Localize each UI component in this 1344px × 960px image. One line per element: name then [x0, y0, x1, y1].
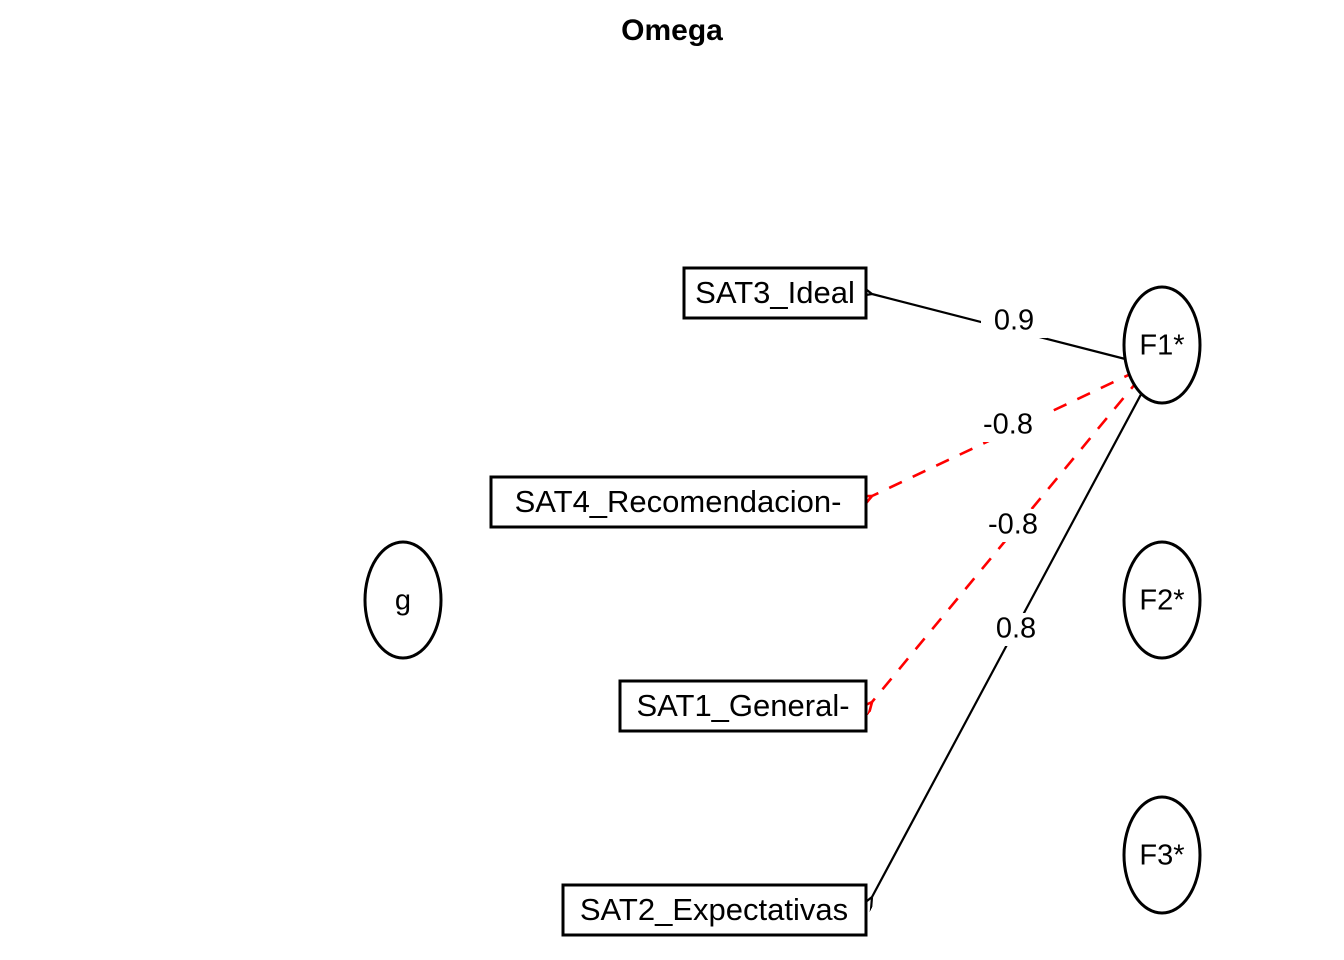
node-ellipse: [363, 540, 443, 660]
edge-line: [872, 369, 1138, 496]
node-label: SAT4_Recomendacion-: [515, 484, 842, 519]
node-factor-f2[interactable]: F2*: [1122, 540, 1202, 660]
node-sat4-recomendacion[interactable]: SAT4_Recomendacion-: [489, 475, 868, 529]
node-label: SAT3_Ideal: [695, 275, 855, 310]
node-box: [682, 266, 868, 320]
edge-f1-sat2[interactable]: 0.8: [872, 384, 1147, 897]
node-label: F2*: [1139, 585, 1184, 617]
edge-label-bg: [970, 409, 1048, 442]
edge-label-f1-sat1: -0.8: [988, 509, 1038, 541]
node-ellipse: [1122, 540, 1202, 660]
factor-nodes-layer: g F1* F2* F3*: [363, 285, 1202, 915]
node-ellipse: [1122, 285, 1202, 405]
node-factor-g[interactable]: g: [363, 540, 443, 660]
node-factor-f1[interactable]: F1*: [1122, 285, 1202, 405]
node-factor-f3[interactable]: F3*: [1122, 795, 1202, 915]
node-box: [618, 679, 868, 733]
node-label: SAT1_General-: [636, 688, 849, 723]
edge-label-f1-sat3: 0.9: [994, 305, 1034, 337]
edge-label-bg: [975, 509, 1053, 542]
node-label: SAT2_Expectativas: [580, 892, 848, 927]
edge-label-f1-sat2: 0.8: [996, 613, 1036, 645]
edges-layer: 0.9 -0.8 -0.8 0.8: [872, 294, 1147, 897]
edge-f1-sat1[interactable]: -0.8: [872, 377, 1142, 702]
node-sat2-expectativas[interactable]: SAT2_Expectativas: [561, 883, 868, 937]
node-box: [489, 475, 868, 529]
node-box: [561, 883, 868, 937]
edge-f1-sat3[interactable]: 0.9: [872, 294, 1138, 364]
edge-label-f1-sat4: -0.8: [983, 409, 1033, 441]
indicator-nodes-layer: SAT3_Ideal SAT4_Recomendacion- SAT1_Gene…: [489, 266, 868, 937]
node-label: F3*: [1139, 840, 1184, 872]
node-sat3-ideal[interactable]: SAT3_Ideal: [682, 266, 868, 320]
node-sat1-general[interactable]: SAT1_General-: [618, 679, 868, 733]
edge-label-bg: [985, 613, 1049, 646]
page-title: Omega: [621, 14, 723, 47]
edge-f1-sat4[interactable]: -0.8: [872, 369, 1138, 496]
node-label: g: [395, 585, 411, 617]
node-ellipse: [1122, 795, 1202, 915]
edge-label-bg: [981, 305, 1047, 338]
node-label: F1*: [1139, 330, 1184, 362]
